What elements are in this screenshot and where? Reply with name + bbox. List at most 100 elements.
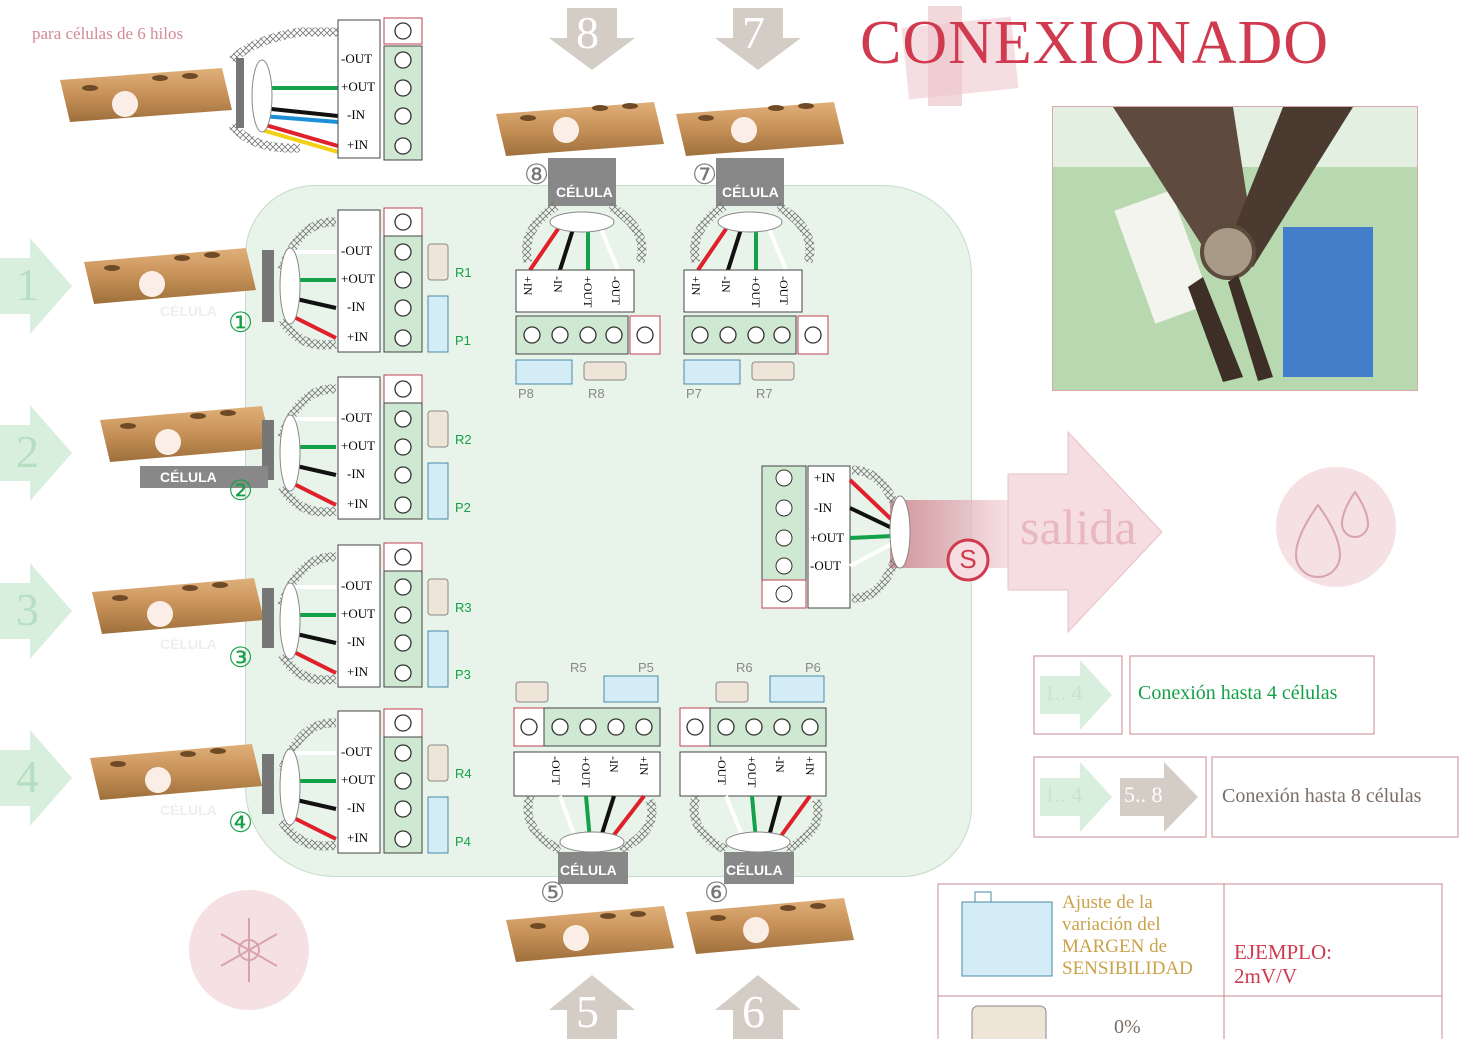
load-cells (60, 68, 854, 962)
load-cell-2 (100, 406, 272, 462)
cell-label-2: CÉLULA (160, 469, 217, 485)
board-photo (1052, 106, 1418, 391)
terminal-label-8-in-pos: +IN (521, 276, 535, 296)
terminal-label-1-in-pos: +IN (347, 329, 369, 344)
legend-range-1: 1.. 4 (1044, 680, 1083, 705)
info-adjust-line-4: SENSIBILIDAD (1062, 958, 1193, 979)
load-cell-6 (686, 898, 854, 954)
arrow-number-5: 5 (576, 986, 599, 1037)
pot-label-p3: P3 (455, 667, 471, 682)
output-label-in-pos: +IN (814, 470, 836, 485)
load-cell-3 (92, 578, 264, 634)
terminal-label-2-out-pos: +OUT (341, 438, 376, 453)
arrow-1-shape (0, 238, 72, 334)
terminal-label-4-in-neg: -IN (347, 800, 366, 815)
load-cell-5 (506, 906, 674, 962)
info-adjust-text: Ajuste de la variación del MARGEN de SEN… (1062, 892, 1193, 980)
input-arrows-top (549, 8, 801, 70)
circled-number-7: ⑦ (692, 159, 718, 190)
terminal-label-8-in-neg: -IN (551, 276, 565, 293)
legend-range-2a: 1.. 4 (1044, 782, 1083, 807)
output-label-out-pos: +OUT (810, 530, 845, 545)
legend (1033, 655, 1459, 838)
circled-number-5: ⑤ (540, 877, 566, 908)
load-cell-7 (676, 102, 844, 156)
resistor-label-r3: R3 (455, 600, 472, 615)
pliers-photo-illustration (1053, 107, 1417, 390)
terminal-block-3 (262, 542, 449, 688)
terminal-label-6-in-pos: +IN (803, 756, 817, 776)
info-table (937, 883, 1443, 1039)
info-adjust-line-2: variación del (1062, 914, 1161, 935)
output-label-out-neg: -OUT (810, 558, 842, 573)
circled-number-6: ⑥ (704, 877, 730, 908)
terminal-block-7 (683, 158, 829, 385)
terminal-label-7-out-neg: -OUT (777, 276, 791, 305)
terminal-label-1-out-pos: +OUT (341, 271, 376, 286)
terminal-label-6wire-out-pos: +OUT (341, 79, 376, 94)
screw-terminals-top (523, 326, 822, 344)
terminal-label-6wire-out-neg: -OUT (341, 51, 373, 66)
terminal-label-5-out-pos: +OUT (579, 756, 593, 788)
resistor-label-r7: R7 (756, 386, 773, 401)
terminal-label-5-in-neg: -IN (607, 756, 621, 773)
subtitle: para células de 6 hilos (32, 24, 184, 43)
pot-label-p2: P2 (455, 500, 471, 515)
terminal-label-5-out-neg: -OUT (549, 756, 563, 785)
terminal-label-7-out-pos: +OUT (749, 276, 763, 308)
circled-number-1: ① (228, 307, 254, 338)
title-cross-decoration (928, 6, 962, 106)
load-cell-1 (84, 248, 256, 304)
terminal-label-6wire-in-neg: -IN (347, 107, 366, 122)
terminal-label-3-in-neg: -IN (347, 634, 366, 649)
terminal-label-2-in-pos: +IN (347, 496, 369, 511)
arrow-number-1: 1 (16, 259, 39, 310)
legend-range-2b: 5.. 8 (1124, 782, 1163, 807)
terminal-label-8-out-pos: +OUT (581, 276, 595, 308)
load-cell-6wire (60, 68, 232, 122)
cell-label-3: CÉLULA (160, 636, 217, 652)
terminal-label-6-in-neg: -IN (773, 756, 787, 773)
cell-label-7: CÉLULA (722, 184, 779, 200)
arrow-6-shape (715, 975, 801, 1039)
input-arrows-bottom (549, 975, 801, 1039)
terminal-label-1-out-neg: -OUT (341, 243, 373, 258)
cell-label-1: CÉLULA (160, 303, 217, 319)
pot-label-p1: P1 (455, 333, 471, 348)
terminal-block-2 (262, 374, 449, 520)
info-adjust-line-3: MARGEN de (1062, 936, 1168, 957)
pot-label-p8: P8 (518, 386, 534, 401)
terminal-label-4-out-neg: -OUT (341, 744, 373, 759)
terminal-label-3-out-neg: -OUT (341, 578, 373, 593)
cell-label-5: CÉLULA (560, 862, 617, 878)
circled-number-3: ③ (228, 642, 254, 673)
arrow-number-3: 3 (16, 584, 39, 635)
terminal-block-6wire (228, 17, 423, 161)
input-arrows-left (0, 238, 72, 826)
cell-label-8: CÉLULA (556, 184, 613, 200)
cell-cable-2 (140, 466, 268, 488)
pot-label-p4: P4 (455, 834, 471, 849)
terminal-block-6 (679, 675, 827, 884)
arrow-number-8: 8 (576, 7, 599, 58)
info-example-line-1: EJEMPLO: (1234, 940, 1333, 964)
legend-text-2: Conexión hasta 8 células (1222, 785, 1422, 807)
load-cell-4 (90, 744, 262, 800)
resistor-label-r2: R2 (455, 432, 472, 447)
info-percent: 0% (1114, 1016, 1141, 1038)
circled-number-2: ② (228, 475, 254, 506)
terminal-block-8 (515, 158, 661, 385)
terminal-label-4-out-pos: +OUT (341, 772, 376, 787)
droplets-badge (1276, 467, 1396, 587)
output-badge-circle (946, 538, 990, 582)
arrow-number-6: 6 (742, 986, 765, 1037)
pot-label-p6: P6 (805, 660, 821, 675)
terminal-label-1-in-neg: -IN (347, 299, 366, 314)
output-badge: S (959, 544, 977, 574)
resistor-label-r6: R6 (736, 660, 753, 675)
cell-label-6: CÉLULA (726, 862, 783, 878)
terminal-label-6wire-in-pos: +IN (347, 137, 369, 152)
screw-terminals-left (394, 22, 412, 848)
terminal-label-2-in-neg: -IN (347, 466, 366, 481)
